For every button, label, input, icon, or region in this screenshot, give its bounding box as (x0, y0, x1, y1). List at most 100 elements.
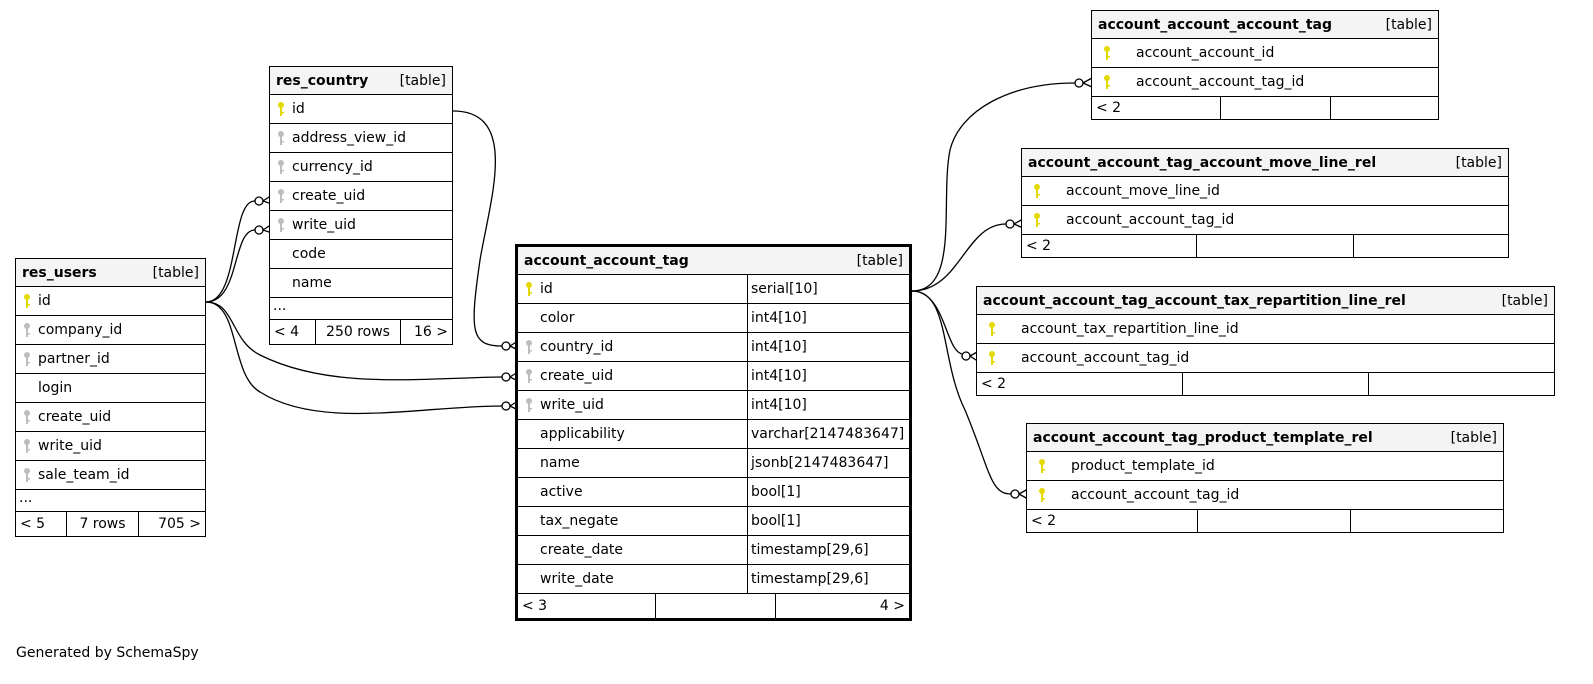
edge-tag-to-tax-repartition-rel (911, 290, 963, 355)
column-row[interactable]: account_account_tag_id (1092, 68, 1438, 97)
row-count: 7 rows (66, 512, 138, 536)
column-row[interactable]: account_account_tag_id (977, 344, 1554, 373)
column-row[interactable]: account_move_line_id (1022, 177, 1508, 206)
column-name: name (540, 455, 580, 471)
children-count[interactable]: 16 > (400, 320, 452, 344)
children-count[interactable] (1353, 235, 1508, 257)
column-row[interactable]: write_uid (270, 211, 452, 240)
column-name: product_template_id (1071, 458, 1215, 474)
table-account-account-tag-account-tax-repartition-line-rel[interactable]: account_account_tag_account_tax_repartit… (976, 286, 1555, 396)
primary-key-icon (1092, 45, 1122, 61)
table-account-account-tag-product-template-rel[interactable]: account_account_tag_product_template_rel… (1026, 423, 1504, 533)
foreign-key-icon (270, 130, 292, 146)
column-type: bool[1] (747, 507, 909, 535)
column-row[interactable]: id (270, 95, 452, 124)
column-row[interactable]: address_view_id (270, 124, 452, 153)
generated-by-label: Generated by SchemaSpy (16, 645, 199, 661)
column-row[interactable]: account_tax_repartition_line_id (977, 315, 1554, 344)
column-name: applicability (540, 426, 625, 442)
children-count[interactable]: 4 > (775, 594, 909, 618)
column-row[interactable]: code (270, 240, 452, 269)
column-row[interactable]: currency_id (270, 153, 452, 182)
column-row[interactable]: partner_id (16, 345, 205, 374)
column-row[interactable]: account_account_tag_id (1027, 481, 1503, 510)
primary-key-icon (270, 101, 292, 117)
foreign-key-icon (518, 339, 540, 355)
column-name: write_uid (38, 438, 102, 454)
column-type: timestamp[29,6] (747, 565, 909, 593)
column-row[interactable]: login (16, 374, 205, 403)
table-footer: < 5 7 rows 705 > (16, 512, 205, 536)
edge-res-users-to-res-country-write-uid (205, 229, 256, 303)
column-row[interactable]: company_id (16, 316, 205, 345)
table-kind: [table] (399, 72, 446, 89)
edge-tag-to-move-line-rel (911, 223, 1007, 292)
foreign-key-icon (518, 397, 540, 413)
column-row[interactable]: applicability varchar[2147483647] (518, 420, 909, 449)
column-row[interactable]: name (270, 269, 452, 298)
column-row[interactable]: create_uid (16, 403, 205, 432)
primary-key-icon (1022, 183, 1052, 199)
parents-count[interactable]: < 3 (522, 598, 548, 614)
table-name: account_account_tag (524, 252, 689, 269)
table-name: res_country (276, 72, 369, 89)
column-name: id (292, 101, 305, 117)
children-count[interactable] (1330, 97, 1438, 119)
column-name: tax_negate (540, 513, 619, 529)
row-count: 250 rows (315, 320, 400, 344)
column-name: id (38, 293, 51, 309)
column-row[interactable]: create_uid (270, 182, 452, 211)
column-name: currency_id (292, 159, 373, 175)
column-row[interactable]: id (16, 287, 205, 316)
column-row[interactable]: account_account_id (1092, 39, 1438, 68)
column-row[interactable]: tax_negate bool[1] (518, 507, 909, 536)
foreign-key-icon (16, 438, 38, 454)
table-kind: [table] (856, 252, 903, 269)
table-kind: [table] (1450, 429, 1497, 446)
column-row[interactable]: product_template_id (1027, 452, 1503, 481)
edge-res-country-to-tag-country-id (452, 110, 503, 347)
column-row[interactable]: name jsonb[2147483647] (518, 449, 909, 478)
primary-key-icon (1022, 212, 1052, 228)
primary-key-icon (518, 281, 540, 297)
primary-key-icon (977, 350, 1007, 366)
parents-count[interactable]: < 2 (1026, 238, 1052, 254)
column-row[interactable]: account_account_tag_id (1022, 206, 1508, 235)
column-type: timestamp[29,6] (747, 536, 909, 564)
table-kind: [table] (1501, 292, 1548, 309)
children-count[interactable] (1368, 373, 1554, 395)
more-columns: ... (16, 490, 205, 512)
column-type: varchar[2147483647] (747, 420, 909, 448)
column-row[interactable]: sale_team_id (16, 461, 205, 490)
foreign-key-icon (270, 159, 292, 175)
table-name: account_account_account_tag (1098, 16, 1333, 33)
table-account-account-tag-account-move-line-rel[interactable]: account_account_tag_account_move_line_re… (1021, 148, 1509, 258)
foreign-key-icon (16, 409, 38, 425)
parents-count[interactable]: < 2 (981, 376, 1007, 392)
row-count (655, 594, 775, 618)
parents-count[interactable]: < 2 (1096, 100, 1122, 116)
children-count[interactable]: 705 > (138, 512, 205, 536)
column-row[interactable]: write_uid (16, 432, 205, 461)
children-count[interactable] (1350, 510, 1503, 532)
parents-count[interactable]: < 5 (20, 516, 46, 532)
column-type: int4[10] (747, 304, 909, 332)
table-account-account-account-tag[interactable]: account_account_account_tag[table] accou… (1091, 10, 1439, 120)
parents-count[interactable]: < 2 (1031, 513, 1057, 529)
parents-count[interactable]: < 4 (274, 324, 300, 340)
table-kind: [table] (152, 264, 199, 281)
column-type: jsonb[2147483647] (747, 449, 909, 477)
row-count (1182, 373, 1368, 395)
table-name: account_account_tag_account_move_line_re… (1028, 154, 1377, 171)
